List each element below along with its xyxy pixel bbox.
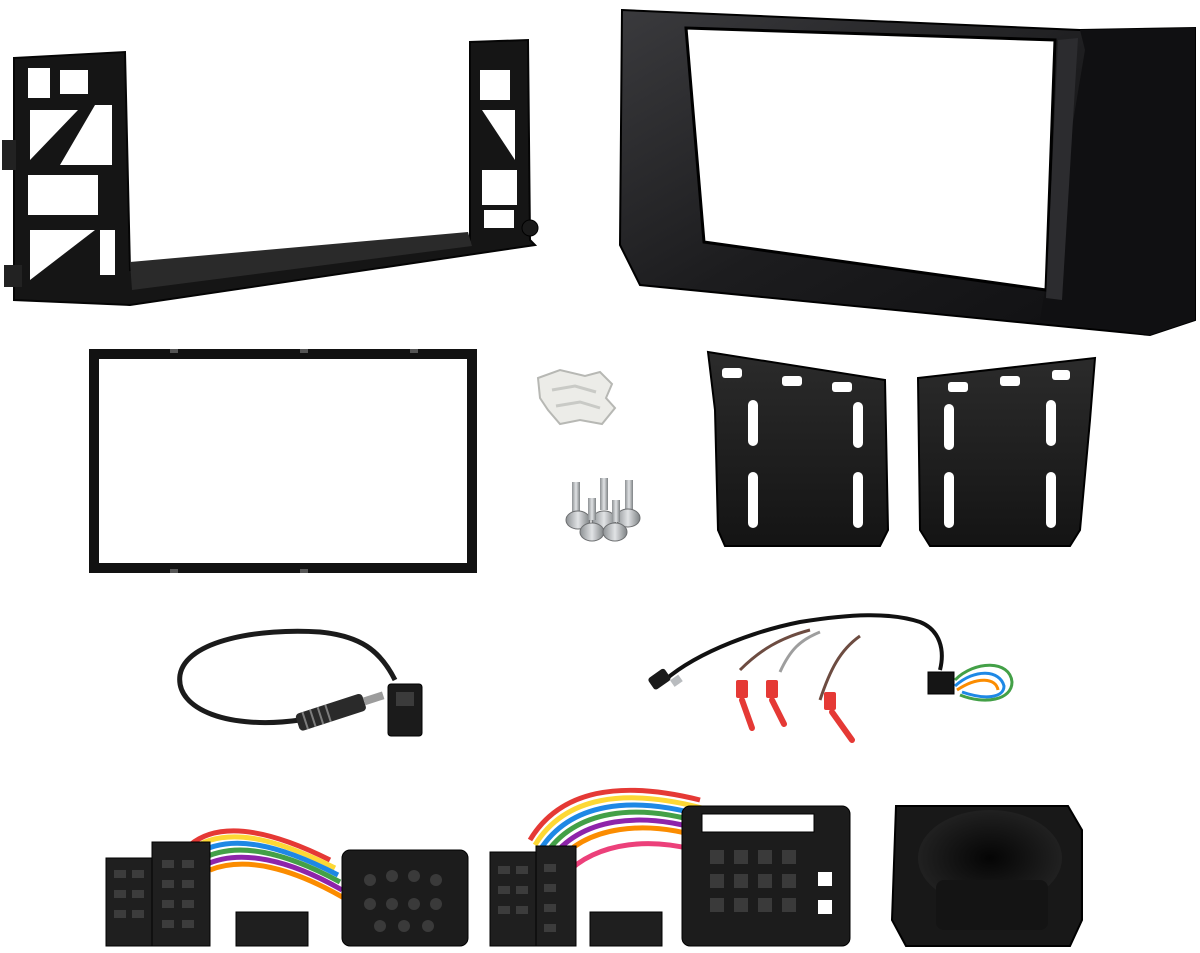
trim-surround-frame (89, 349, 477, 573)
steering-control-interface-lead (648, 613, 1014, 743)
storage-pocket (890, 805, 1083, 947)
iso-harness-right (489, 787, 851, 947)
mounting-cage-bracket (2, 38, 539, 307)
antenna-adapter (177, 628, 423, 737)
side-mounting-plates (706, 350, 1097, 547)
double-din-fascia-panel (618, 8, 1196, 337)
plastic-clips (536, 368, 617, 426)
iso-harness-left (105, 828, 469, 947)
screws (565, 478, 641, 542)
